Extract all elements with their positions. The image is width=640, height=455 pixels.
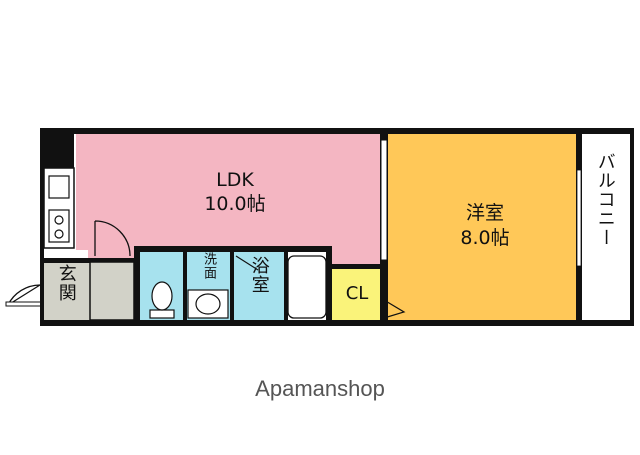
kitchen-stove <box>48 209 70 243</box>
toilet-bowl <box>151 281 173 311</box>
kitchen-sink <box>48 175 70 199</box>
bath-area <box>232 250 286 320</box>
wall <box>183 250 187 320</box>
ldk-size: 10.0帖 <box>204 193 266 215</box>
balcony-window <box>576 169 582 267</box>
shoe-shelf <box>89 261 135 321</box>
wall <box>40 258 90 263</box>
stove-burner <box>54 229 64 239</box>
outer-wall-bottom <box>40 320 634 326</box>
washroom-label: 洗面 <box>200 252 216 280</box>
bathtub <box>287 255 327 319</box>
stove-burner <box>54 215 64 225</box>
wall <box>40 258 44 326</box>
closet-label: CL <box>345 283 369 304</box>
washbasin-counter <box>187 289 229 319</box>
balcony-area <box>582 134 630 320</box>
wall <box>326 246 332 320</box>
fridge-space <box>42 134 74 168</box>
sliding-door <box>380 139 388 261</box>
ldk-area-lower-right <box>325 246 385 266</box>
wall <box>284 250 288 320</box>
washbasin-bowl <box>195 293 221 315</box>
entrance-door-frame <box>5 301 43 307</box>
western-room-area <box>386 134 579 320</box>
bath-door-swing <box>235 255 259 271</box>
closet-door-swing <box>383 299 406 319</box>
wall <box>134 246 330 252</box>
closet-area <box>332 268 382 320</box>
entrance-label: 玄関 <box>55 264 77 302</box>
ldk-door-swing <box>94 220 131 257</box>
wall <box>230 250 234 320</box>
wall <box>330 264 384 269</box>
toilet-tank <box>149 309 175 319</box>
wall <box>134 246 140 320</box>
outer-wall-top <box>40 128 634 134</box>
wall <box>40 130 44 258</box>
ldk-area <box>76 134 385 250</box>
entrance-step <box>88 258 136 262</box>
outer-wall-right <box>630 128 634 326</box>
bath-label: 浴室 <box>248 256 270 294</box>
western-room-name: 洋室 <box>465 202 504 224</box>
watermark: Apamanshop <box>255 376 385 401</box>
western-room-size: 8.0帖 <box>460 227 510 249</box>
ldk-name: LDK <box>216 169 254 191</box>
balcony-label: バルコニー <box>594 152 616 247</box>
